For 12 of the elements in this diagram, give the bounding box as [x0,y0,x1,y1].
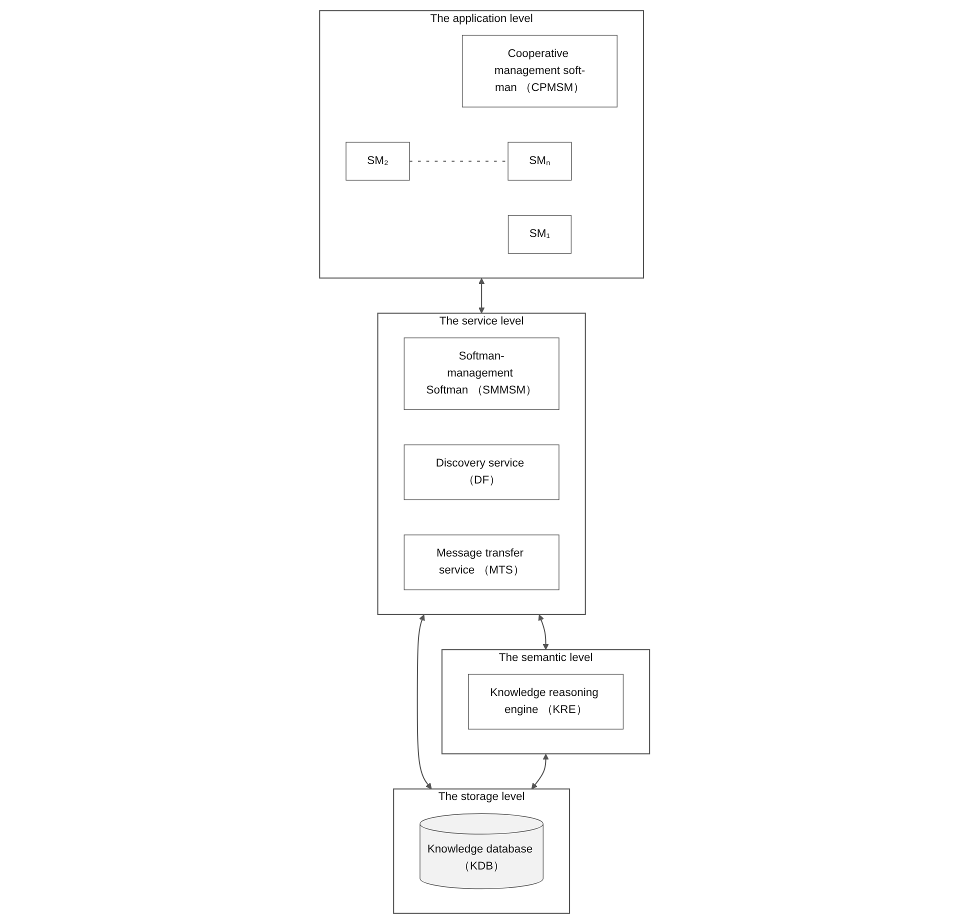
node-box: SM₂ [346,142,410,181]
node-box: SM₁ [508,215,572,254]
node-box: Discovery service （DF） [404,444,560,500]
node-box: Softman-management Softman （SMMSM） [404,338,560,410]
arrow [532,754,550,790]
arrow [417,614,432,790]
node-box: Cooperative management soft-man （CPMSM） [462,34,618,108]
arrow [478,278,486,314]
node-box: Message transfer service （MTS） [404,534,560,590]
arrow [538,614,550,650]
node-box: Knowledge reasoning engine （KRE） [468,674,624,730]
node-box: SMₙ [508,142,572,181]
